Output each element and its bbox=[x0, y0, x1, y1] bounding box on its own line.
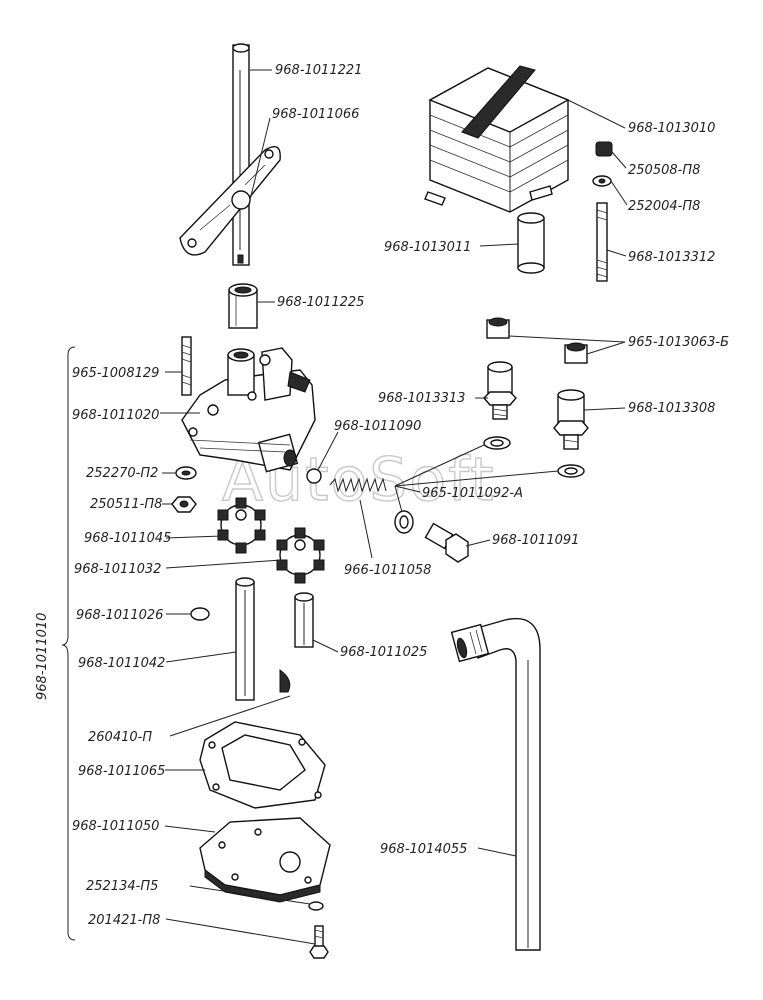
label-968-1011225: 968-1011225 bbox=[277, 295, 364, 310]
assembly-label: 968-1011010 bbox=[35, 613, 50, 700]
gasket-washer-a bbox=[483, 436, 511, 450]
label-965-1013063-b: 965-1013063-Б bbox=[628, 335, 729, 350]
bolt bbox=[309, 925, 329, 959]
label-250508-p8: 250508-П8 bbox=[628, 163, 700, 178]
label-252134-p5: 252134-П5 bbox=[86, 879, 158, 894]
drive-shaft bbox=[232, 43, 250, 266]
label-968-1014055: 968-1014055 bbox=[380, 842, 467, 857]
driven-gear bbox=[276, 527, 325, 584]
label-968-1011091: 968-1011091 bbox=[492, 533, 579, 548]
filter-element bbox=[424, 65, 570, 213]
valve-ball bbox=[306, 468, 322, 484]
filter-stud bbox=[596, 202, 608, 282]
union-fitting-long bbox=[553, 389, 589, 450]
gasket-washer-b bbox=[557, 464, 585, 478]
label-968-1013010: 968-1013010 bbox=[628, 121, 715, 136]
seal-bushing-b bbox=[564, 342, 588, 364]
flat-washer bbox=[592, 175, 612, 187]
label-968-1011065: 968-1011065 bbox=[78, 764, 165, 779]
label-968-1013313: 968-1013313 bbox=[378, 391, 465, 406]
label-252270-p2: 252270-П2 bbox=[86, 466, 158, 481]
label-252004-p8: 252004-П8 bbox=[628, 199, 700, 214]
label-968-1011221: 968-1011221 bbox=[275, 63, 362, 78]
label-968-1011066: 968-1011066 bbox=[272, 107, 359, 122]
union-fitting bbox=[483, 361, 517, 420]
gasket bbox=[199, 721, 326, 809]
label-260410-p: 260410-П bbox=[88, 730, 152, 745]
part-labels: 968-1011221 968-1011066 968-1011225 965-… bbox=[72, 63, 729, 928]
pump-cover bbox=[199, 817, 331, 903]
valve-plug bbox=[424, 522, 469, 563]
segment-key bbox=[279, 669, 291, 693]
cap-nut bbox=[595, 141, 613, 157]
copper-washer bbox=[394, 510, 414, 534]
label-968-1011020: 968-1011020 bbox=[72, 408, 159, 423]
assembly-brace bbox=[61, 346, 76, 941]
label-968-1011025: 968-1011025 bbox=[340, 645, 427, 660]
spring-washer bbox=[175, 466, 197, 480]
label-966-1011058: 966-1011058 bbox=[344, 563, 431, 578]
lock-washer bbox=[308, 901, 324, 911]
drive-gear bbox=[217, 497, 266, 554]
label-201421-p8: 201421-П8 bbox=[88, 913, 160, 928]
mounting-bracket bbox=[179, 146, 281, 256]
hex-nut bbox=[171, 496, 197, 513]
label-968-1011032: 968-1011032 bbox=[74, 562, 161, 577]
label-968-1011042: 968-1011042 bbox=[78, 656, 165, 671]
bushing bbox=[228, 283, 258, 329]
driven-gear-axle bbox=[294, 592, 314, 648]
seal-bushing-a bbox=[486, 317, 510, 339]
label-968-1011026: 968-1011026 bbox=[76, 608, 163, 623]
label-968-1013308: 968-1013308 bbox=[628, 401, 715, 416]
gear-shaft bbox=[235, 577, 255, 701]
pump-body bbox=[181, 347, 316, 473]
filter-sleeve bbox=[517, 212, 545, 274]
label-965-1008129: 965-1008129 bbox=[72, 366, 159, 381]
stud bbox=[181, 336, 192, 396]
label-250511-p8: 250511-П8 bbox=[90, 497, 162, 512]
retaining-ring bbox=[190, 607, 210, 621]
label-968-1013312: 968-1013312 bbox=[628, 250, 715, 265]
oil-intake-tube bbox=[450, 618, 541, 951]
valve-spring bbox=[329, 477, 387, 493]
label-968-1011050: 968-1011050 bbox=[72, 819, 159, 834]
leader-lines bbox=[160, 69, 628, 945]
label-968-1011045: 968-1011045 bbox=[84, 531, 171, 546]
label-968-1013011: 968-1013011 bbox=[384, 240, 471, 255]
label-968-1011090: 968-1011090 bbox=[334, 419, 421, 434]
label-965-1011092-a: 965-1011092-А bbox=[422, 486, 523, 501]
